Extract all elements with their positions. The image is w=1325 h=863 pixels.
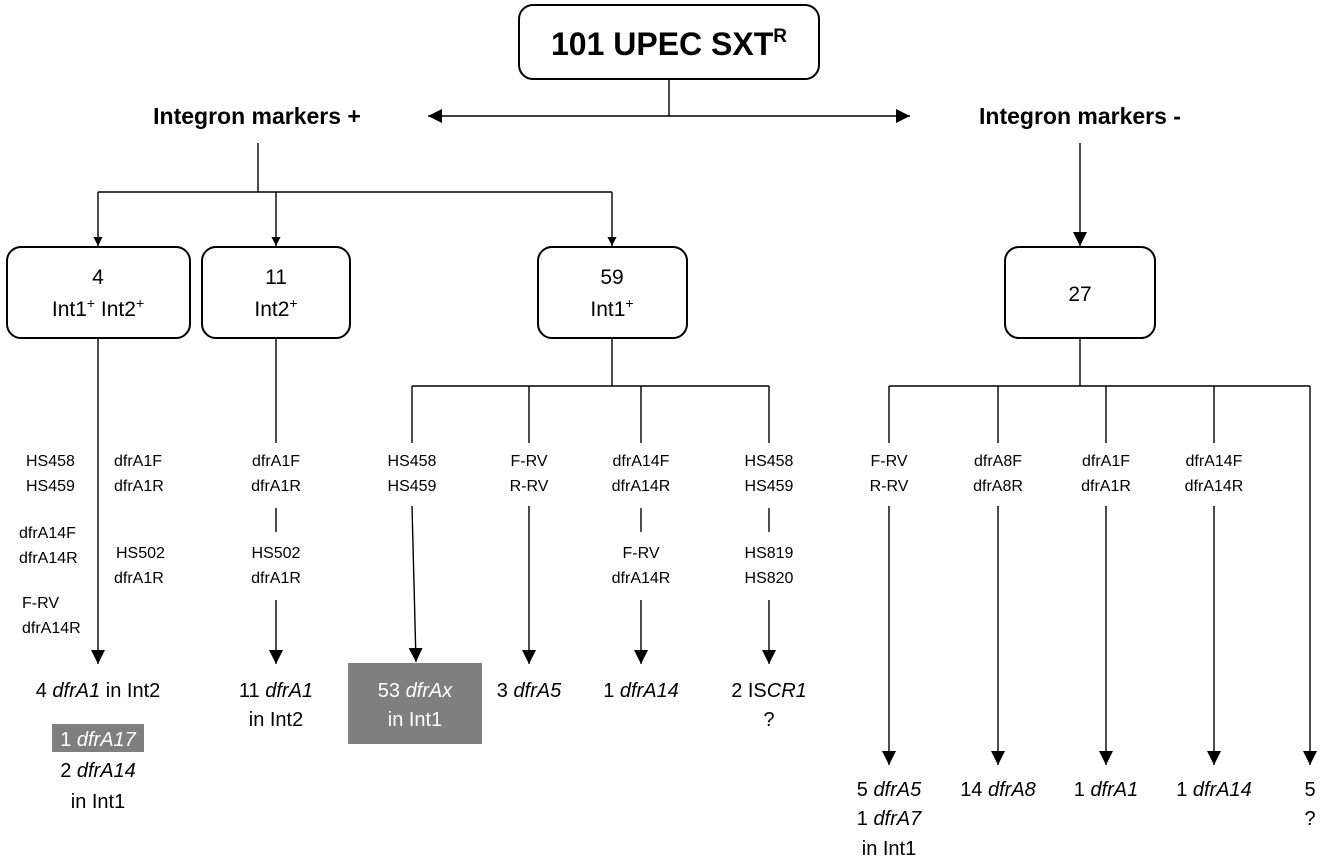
result-g27-1: 5 dfrA5 <box>857 779 922 801</box>
group-count-11: 11 <box>265 266 287 289</box>
result-g4-line4: in Int1 <box>71 791 125 813</box>
primer-label: dfrA1F <box>1082 453 1130 470</box>
result-g4-highlight: 1 dfrA17 <box>60 729 136 751</box>
primer-label: F-RV <box>510 453 547 470</box>
group-label-59: Int1+ <box>590 295 633 321</box>
highlight-box <box>348 663 482 744</box>
result-g4-line3: 2 dfrA14 <box>60 760 136 782</box>
primer-label: dfrA1R <box>114 478 164 495</box>
result-g59-4: 2 ISCR1 <box>731 680 807 702</box>
primer-label: dfrA1R <box>251 570 301 587</box>
arrow <box>408 505 423 663</box>
group-box-59 <box>537 246 688 339</box>
primer-label: F-RV <box>22 595 59 612</box>
primer-label: dfrA1R <box>251 478 301 495</box>
result-g59-4-loc: ? <box>763 709 774 731</box>
primer-label: dfrA14R <box>22 620 81 637</box>
primer-label: R-RV <box>870 478 909 495</box>
group-label-4: Int1+ Int2+ <box>52 295 144 321</box>
primer-label: dfrA1R <box>1081 478 1131 495</box>
primer-label: dfrA14R <box>19 550 78 567</box>
primer-label: dfrA14F <box>1186 453 1243 470</box>
group-count-4: 4 <box>92 266 104 289</box>
primer-label: HS458 <box>388 453 437 470</box>
group-box-11 <box>201 246 351 339</box>
primer-label: dfrA14R <box>612 570 671 587</box>
primer-label: HS502 <box>252 545 301 562</box>
primer-label: HS459 <box>745 478 794 495</box>
group-box-4 <box>6 246 191 339</box>
result-g27-5: 5 <box>1304 779 1315 801</box>
primer-label: F-RV <box>870 453 907 470</box>
result-g11: 11 dfrA1 <box>239 680 313 702</box>
result-g27-3: 1 dfrA1 <box>1074 779 1139 801</box>
primer-label: HS458 <box>745 453 794 470</box>
primer-label: R-RV <box>510 478 549 495</box>
primer-label: dfrA14F <box>613 453 670 470</box>
result-g27-2: 14 dfrA8 <box>960 779 1036 801</box>
primer-label: F-RV <box>622 545 659 562</box>
primer-label: HS458 <box>26 453 75 470</box>
primer-label: dfrA1F <box>252 453 300 470</box>
result-g4: 4 dfrA1 in Int2 <box>36 680 161 702</box>
result-g59-1-loc: in Int1 <box>388 709 442 731</box>
result-g27-4: 1 dfrA14 <box>1176 779 1252 801</box>
result-g59-1: 53 dfrAx <box>378 680 453 702</box>
group-count-59: 59 <box>600 266 623 289</box>
result-g27-1-loc: in Int1 <box>862 838 916 860</box>
group-label-11: Int2+ <box>254 295 297 321</box>
primer-label: HS502 <box>116 545 165 562</box>
primer-label: dfrA8F <box>974 453 1022 470</box>
branch-positive-label: Integron markers + <box>153 103 361 129</box>
primer-label: dfrA1F <box>114 453 162 470</box>
result-g59-3: 1 dfrA14 <box>603 680 679 702</box>
result-g59-2: 3 dfrA5 <box>497 680 562 702</box>
highlight-box <box>52 724 144 752</box>
primer-label: HS819 <box>745 545 794 562</box>
primer-label: HS459 <box>26 478 75 495</box>
root-label: 101 UPEC SXTR <box>551 26 787 62</box>
primer-label: dfrA1R <box>114 570 164 587</box>
primer-label: HS820 <box>745 570 794 587</box>
result-g27-5-loc: ? <box>1304 808 1315 830</box>
result-g27-1-line2: 1 dfrA7 <box>857 808 922 830</box>
primer-label: dfrA14F <box>19 525 76 542</box>
result-g11-loc: in Int2 <box>249 709 303 731</box>
primer-label: HS459 <box>388 478 437 495</box>
primer-label: dfrA14R <box>1185 478 1244 495</box>
primer-label: dfrA8R <box>973 478 1023 495</box>
primer-label: dfrA14R <box>612 478 671 495</box>
group-count-27: 27 <box>1068 283 1091 306</box>
branch-negative-label: Integron markers - <box>979 103 1181 129</box>
